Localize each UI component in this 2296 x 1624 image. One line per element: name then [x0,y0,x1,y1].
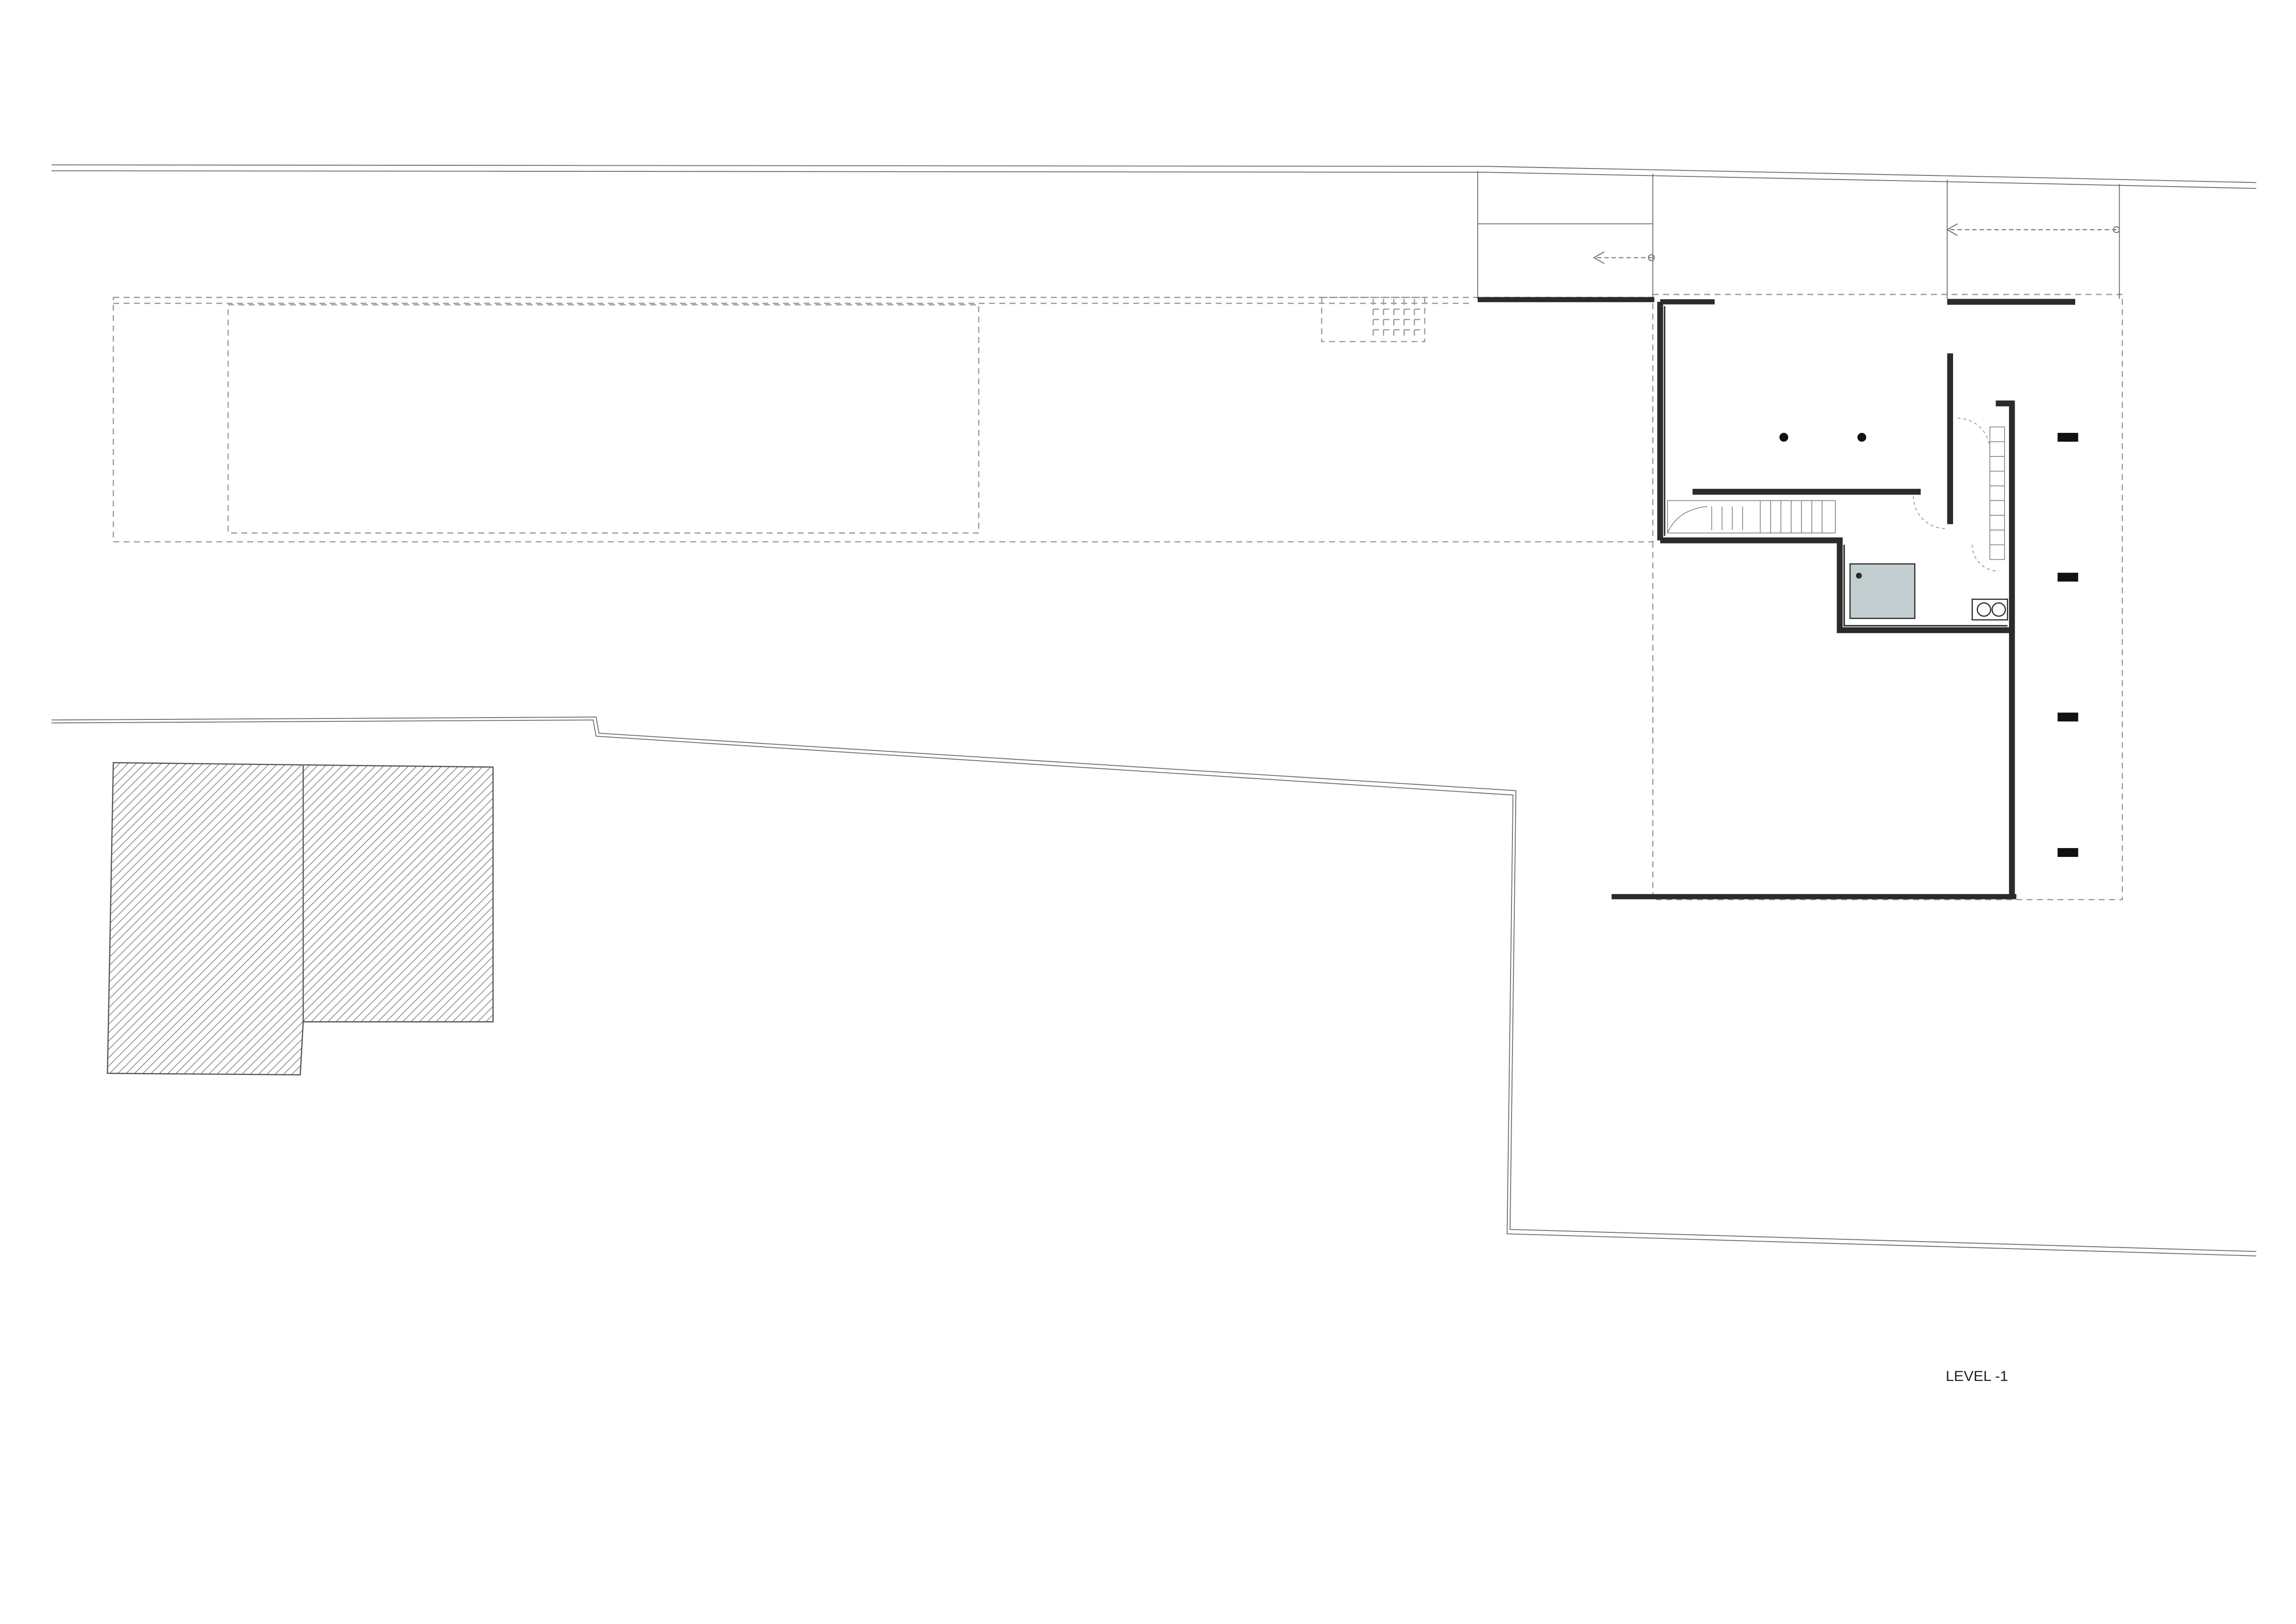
site-boundary-lower [51,716,2257,1256]
door-swings [1913,418,1999,572]
structural-walls [1477,297,2075,899]
upper-level-outline [112,294,2123,900]
level-label: LEVEL -1 [1946,1368,2008,1384]
appliances [1972,599,2008,621]
pool-basin [1849,563,1916,619]
slope-arrows [1593,223,2120,264]
neighbour-buildings [106,762,494,1075]
entry-canopy-lines [1477,170,2120,299]
stair-flight [1667,426,2005,560]
columns [1779,433,2078,857]
site-boundary-top [51,164,2257,189]
